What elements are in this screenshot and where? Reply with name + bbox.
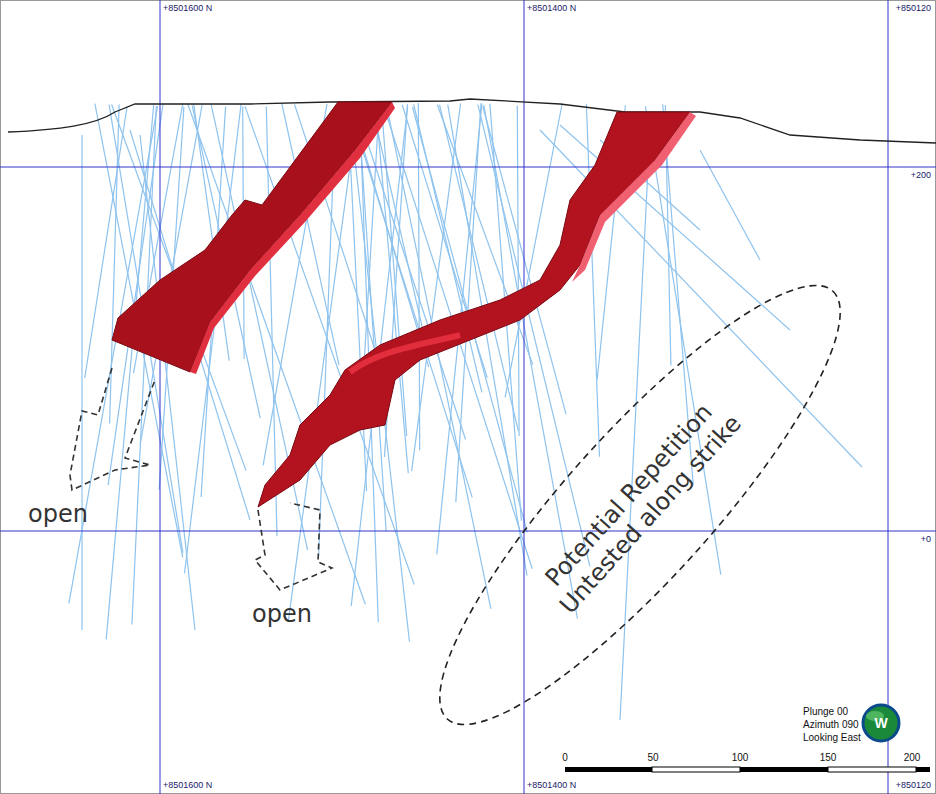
drill-hole <box>478 105 590 567</box>
scale-bar <box>565 767 930 772</box>
drill-hole <box>586 104 599 457</box>
open-arrows <box>70 368 332 590</box>
drill-holes <box>69 103 862 720</box>
scale-number: 50 <box>647 752 658 763</box>
target-note: Potential Repetition Untested along stri… <box>518 374 762 635</box>
drill-hole <box>81 135 82 630</box>
grid-coordinate: +850120 <box>896 780 931 790</box>
grid-coordinate: +8501400 N <box>527 780 576 790</box>
scale-number: 150 <box>820 752 837 763</box>
grid-coordinate: +8501400 N <box>527 3 576 13</box>
elevation-label: +200 <box>911 170 931 180</box>
drill-hole <box>140 135 195 630</box>
orebody-west <box>112 102 392 372</box>
view-plunge: Plunge 00 <box>803 706 848 717</box>
grid-coordinate: +8501600 N <box>163 3 212 13</box>
topography <box>8 99 936 143</box>
grid-coordinate: +8501600 N <box>163 780 212 790</box>
open-note: open <box>28 500 88 528</box>
scale-number: 100 <box>732 752 749 763</box>
scale-number: 200 <box>904 752 921 763</box>
orebody-east-highlight <box>350 335 460 372</box>
scale-number: 0 <box>562 752 568 763</box>
logo <box>863 705 899 741</box>
view-direction: Looking East <box>803 732 861 743</box>
view-azimuth: Azimuth 090 <box>803 719 859 730</box>
orebody-east-face <box>572 112 696 282</box>
logo-letter: W <box>874 715 887 731</box>
orebody-east <box>258 112 690 507</box>
grid-coordinate: +850120 <box>896 3 931 13</box>
open-note: open <box>252 600 312 628</box>
elevation-label: +0 <box>921 534 931 544</box>
drill-hole <box>620 130 650 720</box>
drill-hole <box>110 104 120 423</box>
drill-hole <box>456 103 481 502</box>
drill-hole <box>484 105 578 619</box>
orebody-west-face <box>190 102 395 374</box>
